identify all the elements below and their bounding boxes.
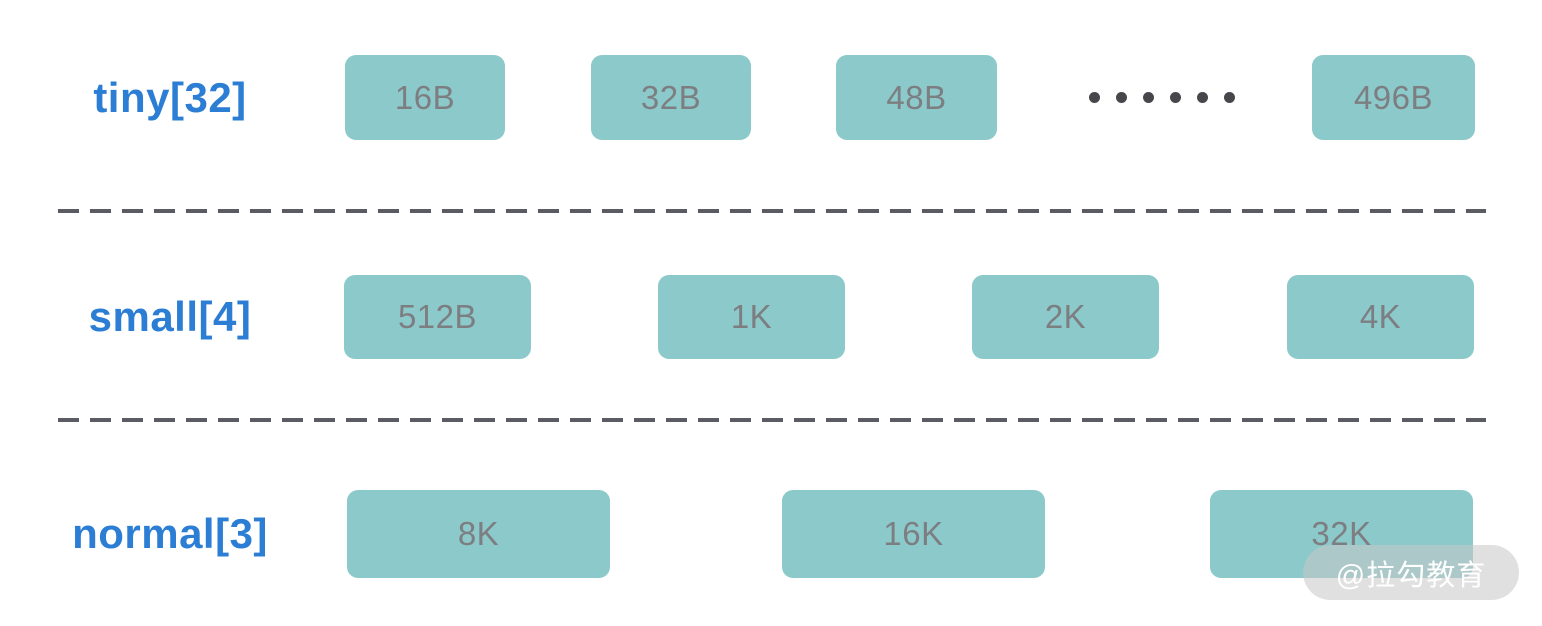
row-label-small: small[4] xyxy=(88,293,252,340)
size-box-8k: 8K xyxy=(347,490,610,578)
watermark-badge: @拉勾教育 xyxy=(1303,545,1519,600)
size-box-48b: 48B xyxy=(836,55,997,140)
size-box-32b: 32B xyxy=(591,55,751,140)
dashed-divider-2 xyxy=(58,418,1486,422)
size-box-16b: 16B xyxy=(345,55,505,140)
size-box-4k: 4K xyxy=(1287,275,1474,359)
size-box-16k: 16K xyxy=(782,490,1045,578)
size-box-1k: 1K xyxy=(658,275,845,359)
size-box-496b: 496B xyxy=(1312,55,1475,140)
row-label-tiny: tiny[32] xyxy=(93,73,247,121)
dashed-divider-1 xyxy=(58,209,1486,213)
size-box-2k: 2K xyxy=(972,275,1159,359)
size-box-512b: 512B xyxy=(344,275,531,359)
ellipsis-icon xyxy=(1072,55,1252,140)
row-label-normal: normal[3] xyxy=(72,510,268,557)
